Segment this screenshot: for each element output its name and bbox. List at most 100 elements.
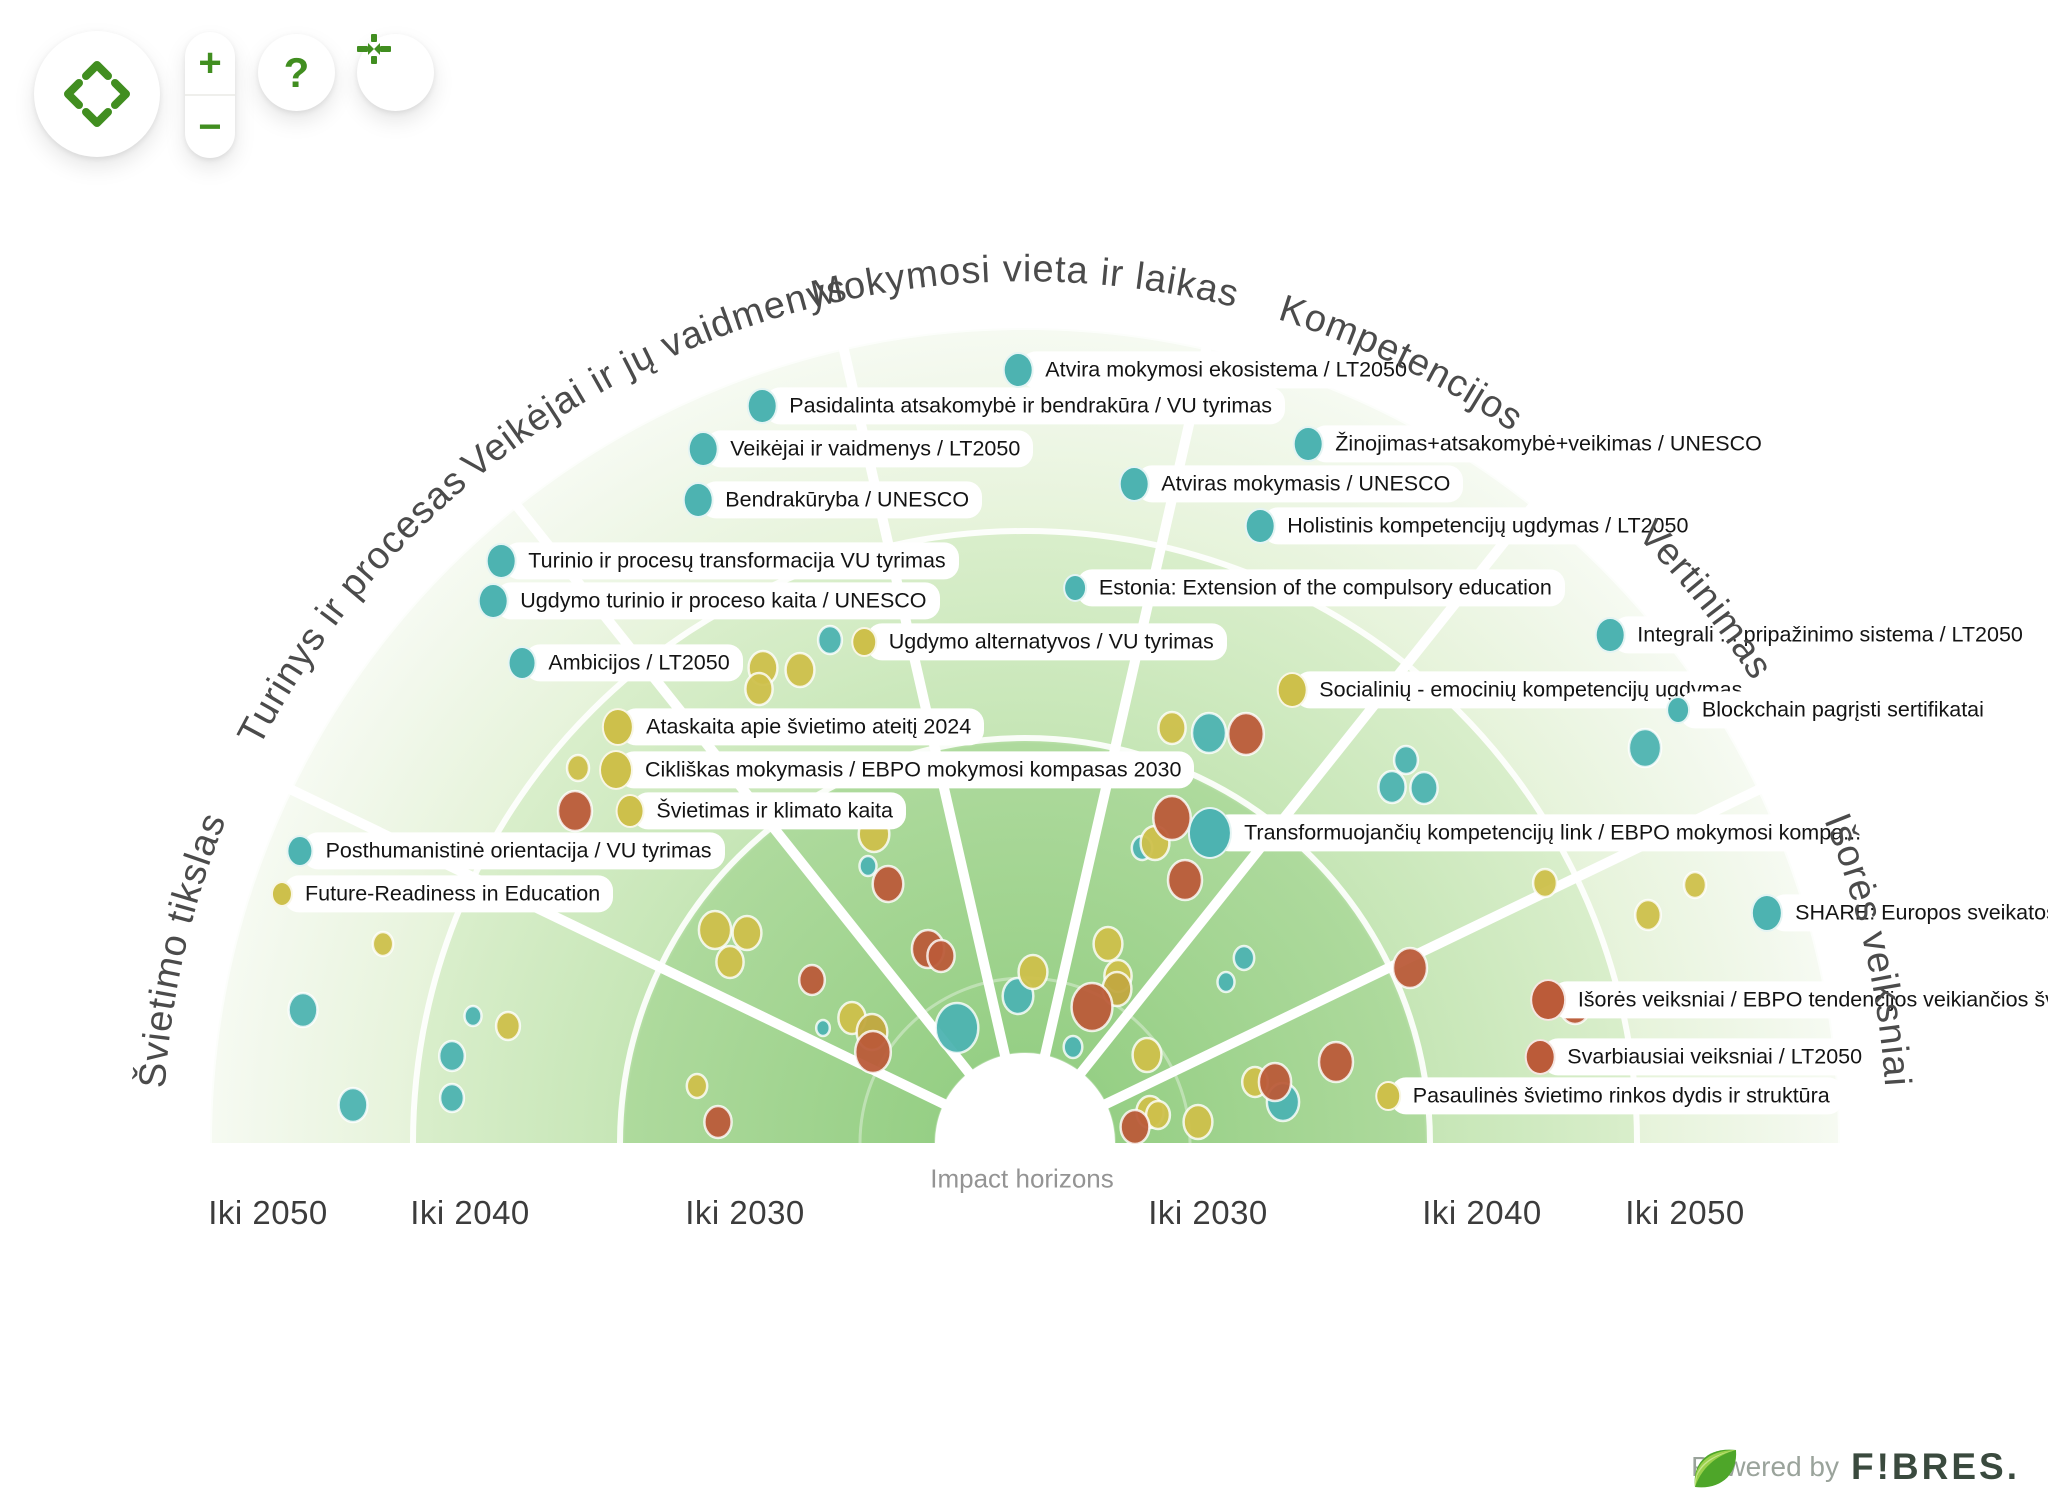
item-bubble[interactable] — [1750, 894, 1784, 932]
radar-bubble[interactable] — [1392, 744, 1420, 776]
radar-bubble[interactable] — [438, 1082, 466, 1114]
item-bubble[interactable] — [477, 583, 509, 619]
item-bubble[interactable] — [1292, 426, 1324, 462]
radar-bubble[interactable] — [1131, 1036, 1163, 1074]
item-bubble[interactable] — [1666, 696, 1690, 724]
radar-bubble[interactable] — [744, 671, 774, 707]
radar-bubble[interactable] — [1119, 1108, 1151, 1146]
item-label-pill[interactable]: Veikėjai ir vaidmenys / LT2050 — [706, 430, 1034, 468]
radar-bubble[interactable] — [1257, 1061, 1293, 1103]
item-label-pill[interactable]: Žinojimas+atsakomybė+veikimas / UNESCO — [1311, 425, 1775, 463]
item-label-pill[interactable]: Ugdymo alternatyvos / VU tyrimas — [866, 623, 1227, 661]
zoom-in-button[interactable]: + — [185, 32, 235, 94]
radar-bubble[interactable] — [565, 753, 591, 783]
item-bubble[interactable] — [270, 881, 294, 907]
item-label-pill[interactable]: Posthumanistinė orientacija / VU tyrimas — [302, 832, 725, 870]
radar-bubble[interactable] — [858, 854, 878, 878]
radar-bubble[interactable] — [703, 1104, 733, 1140]
radar-bubble[interactable] — [816, 624, 844, 656]
fibres-logo-text[interactable]: F!BRES. — [1851, 1446, 2020, 1487]
item-label-pill[interactable]: Socialinių - emocinių kompetencijų ugdym… — [1295, 671, 1756, 709]
zoom-out-button[interactable]: − — [185, 96, 235, 158]
radar-bubble[interactable] — [1317, 1040, 1355, 1084]
radar-bubble[interactable] — [1226, 711, 1266, 757]
radar-bubble[interactable] — [1157, 710, 1187, 746]
item-bubble[interactable] — [1063, 574, 1087, 602]
radar-bubble[interactable] — [853, 1029, 893, 1075]
radar-bubble[interactable] — [1092, 925, 1124, 963]
item-bubble[interactable] — [1375, 1081, 1401, 1111]
radar-bubble[interactable] — [1391, 946, 1429, 990]
item-label-pill[interactable]: Estonia: Extension of the compulsory edu… — [1077, 569, 1565, 607]
fit-view-button[interactable] — [357, 34, 434, 111]
item-label-pill[interactable]: Pasaulinės švietimo rinkos dydis ir stru… — [1390, 1077, 1843, 1115]
item-bubble[interactable] — [1594, 617, 1626, 653]
radar-bubble[interactable] — [494, 1010, 522, 1042]
radar-bubble[interactable] — [715, 944, 745, 980]
radar-bubble[interactable] — [871, 864, 905, 904]
item-label-pill[interactable]: Bendrakūryba / UNESCO — [701, 481, 983, 519]
item-label-pill[interactable]: Ataskaita apie švietimo ateitį 2024 — [621, 708, 985, 746]
item-label-pill[interactable]: Svarbiausiai veiksniai / LT2050 — [1543, 1038, 1876, 1076]
item-bubble[interactable] — [1002, 352, 1034, 388]
radar-bubble[interactable] — [437, 1039, 467, 1073]
radar-bubble[interactable] — [926, 938, 956, 974]
item-label-pill[interactable]: Švietimas ir klimato kaita — [632, 792, 906, 830]
pan-control[interactable] — [34, 31, 160, 157]
item-label-pill[interactable]: Future-Readiness in Education — [284, 875, 614, 913]
item-bubble[interactable] — [1276, 672, 1308, 708]
item-bubble[interactable] — [286, 835, 314, 867]
radar-bubble[interactable] — [814, 1018, 832, 1038]
radar-bubble[interactable] — [337, 1086, 369, 1124]
item-bubble[interactable] — [1530, 979, 1566, 1021]
radar-bubble[interactable] — [1633, 898, 1663, 932]
item-bubble[interactable] — [507, 646, 537, 680]
radar-bubble[interactable] — [1627, 727, 1663, 769]
item-label-pill[interactable]: Išorės veiksniai / EBPO tendencijos veik… — [1551, 981, 2048, 1019]
item-label-pill[interactable]: Cikliškas mokymasis / EBPO mokymosi komp… — [619, 751, 1195, 789]
item-bubble[interactable] — [746, 388, 778, 424]
item-label-pill[interactable]: Pasidalinta atsakomybė ir bendrakūra / V… — [765, 387, 1286, 425]
item-label-pill[interactable]: Holistinis kompetencijų ugdymas / LT2050 — [1263, 507, 1702, 545]
radar-bubble[interactable] — [1190, 711, 1228, 755]
item-bubble[interactable] — [682, 482, 714, 518]
item-bubble[interactable] — [1244, 508, 1276, 544]
item-bubble[interactable] — [485, 543, 517, 579]
radar-bubble[interactable] — [797, 963, 827, 997]
item-label-pill[interactable]: Ambicijos / LT2050 — [524, 644, 743, 682]
radar-bubble[interactable] — [1531, 867, 1559, 899]
item-bubble[interactable] — [615, 794, 645, 828]
item-bubble[interactable] — [851, 627, 877, 657]
radar-bubble[interactable] — [1409, 770, 1439, 806]
radar-bubble[interactable] — [1166, 858, 1204, 902]
item-bubble[interactable] — [687, 431, 719, 467]
item-bubble[interactable] — [1118, 466, 1150, 502]
item-bubble[interactable] — [1187, 807, 1233, 859]
item-bubble[interactable] — [601, 708, 635, 746]
radar-bubble[interactable] — [1182, 1103, 1214, 1141]
radar-bubble[interactable] — [287, 991, 319, 1029]
radar-bubble[interactable] — [784, 651, 816, 689]
radar-bubble[interactable] — [1232, 944, 1256, 972]
radar-bubble[interactable] — [1062, 1034, 1084, 1060]
item-label-pill[interactable]: Blockchain pagrįsti sertifikatai — [1680, 691, 1997, 729]
radar-bubble[interactable] — [731, 914, 763, 952]
item-label-pill[interactable]: Turinio ir procesų transformacija VU tyr… — [504, 542, 959, 580]
radar-bubble[interactable] — [934, 1001, 980, 1055]
item-bubble[interactable] — [599, 750, 633, 790]
radar-bubble[interactable] — [1017, 953, 1049, 991]
radar-bubble[interactable] — [556, 789, 594, 833]
item-bubble[interactable] — [1524, 1039, 1556, 1075]
item-label-pill[interactable]: SHARE: Europos sveikatos, senėj... — [1770, 894, 2048, 932]
item-label-pill[interactable]: Atviras mokymasis / UNESCO — [1137, 465, 1464, 503]
radar-bubble[interactable] — [1070, 981, 1114, 1033]
radar-bubble[interactable] — [463, 1004, 483, 1028]
item-label-pill[interactable]: Transformuojančių kompetencijų link / EB… — [1214, 814, 1875, 852]
radar-bubble[interactable] — [1216, 970, 1236, 994]
radar-bubble[interactable] — [371, 930, 395, 958]
radar-bubble[interactable] — [1377, 769, 1407, 805]
radar-bubble[interactable] — [697, 909, 733, 951]
radar-bubble[interactable] — [685, 1072, 709, 1100]
help-button[interactable]: ? — [258, 34, 335, 111]
item-label-pill[interactable]: Atvira mokymosi ekosistema / LT2050 — [1021, 351, 1420, 389]
